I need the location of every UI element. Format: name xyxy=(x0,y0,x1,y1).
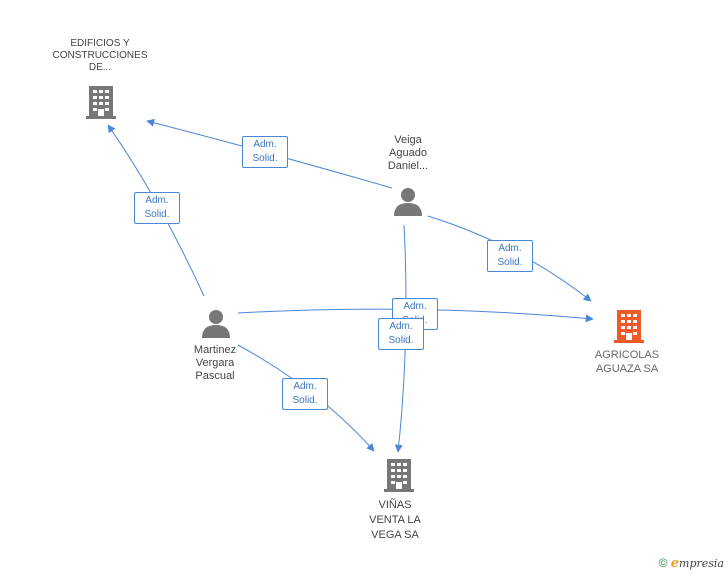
building-icon[interactable] xyxy=(384,459,414,492)
label-line: AGUAZA SA xyxy=(595,363,659,375)
edge-label-line1: Adm. xyxy=(389,321,413,332)
label-line: Pascual xyxy=(195,370,235,382)
node-label-edificios[interactable]: EDIFICIOS Y CONSTRUCCIONES DE... xyxy=(40,38,160,74)
edge-label-line2: Solid. xyxy=(497,257,523,268)
node-label-agricolas[interactable]: AGRICOLAS AGUAZA SA xyxy=(577,348,677,376)
node-label-vinas[interactable]: VIÑAS VENTA LA VEGA SA xyxy=(350,498,440,543)
label-line: VEGA SA xyxy=(371,529,419,541)
edge-label[interactable]: Adm. Solid. xyxy=(378,318,424,350)
label-line: EDIFICIOS Y xyxy=(70,38,130,49)
building-icon[interactable] xyxy=(614,310,644,343)
label-line: VENTA LA xyxy=(369,514,421,526)
brand-initial: e xyxy=(670,556,680,571)
edge-label-line1: Adm. xyxy=(253,139,277,150)
node-label-martinez[interactable]: Martinez Vergara Pascual xyxy=(175,344,255,383)
edge-label-line1: Adm. xyxy=(293,381,317,392)
brand-logo: empresia xyxy=(670,556,724,571)
label-line: CONSTRUCCIONES xyxy=(52,50,148,61)
label-line: DE... xyxy=(88,62,112,73)
person-icon[interactable] xyxy=(394,188,422,216)
label-line: Vergara xyxy=(195,357,235,369)
label-line: Veiga xyxy=(394,134,422,146)
edge-label[interactable]: Adm. Solid. xyxy=(134,192,180,224)
label-line: Martinez xyxy=(193,344,237,356)
edge-label[interactable]: Adm. Solid. xyxy=(282,378,328,410)
label-line: VIÑAS xyxy=(378,499,412,511)
footer-brand[interactable]: © empresia xyxy=(659,556,724,571)
brand-name: mpresia xyxy=(679,557,724,570)
edge-label-line2: Solid. xyxy=(388,335,414,346)
edge-label[interactable]: Adm. Solid. xyxy=(487,240,533,272)
person-icon[interactable] xyxy=(202,310,230,338)
edge-label-line1: Adm. xyxy=(145,195,169,206)
label-line: Aguado xyxy=(389,147,427,159)
edge-label-line1: Adm. xyxy=(498,243,522,254)
label-line: Daniel... xyxy=(387,160,429,172)
copyright-icon: © xyxy=(658,556,668,570)
label-line: AGRICOLAS xyxy=(594,349,660,361)
edge-label-line2: Solid. xyxy=(144,209,170,220)
edge-label-line2: Solid. xyxy=(292,395,318,406)
edge-label[interactable]: Adm. Solid. xyxy=(242,136,288,168)
node-label-veiga[interactable]: Veiga Aguado Daniel... xyxy=(368,134,448,173)
edge-label-line1: Adm. xyxy=(403,301,427,312)
building-icon[interactable] xyxy=(86,86,116,119)
edge-label-line2: Solid. xyxy=(252,153,278,164)
